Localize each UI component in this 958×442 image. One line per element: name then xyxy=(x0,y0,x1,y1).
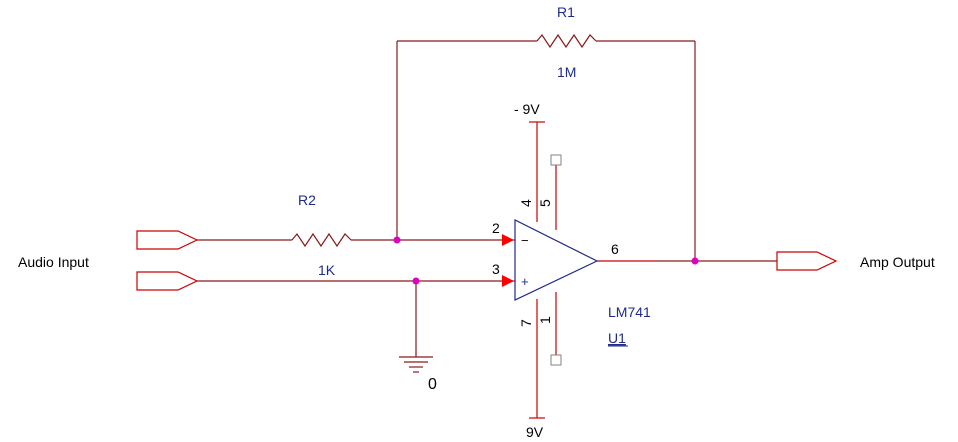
ground-symbol xyxy=(399,356,433,373)
resistor-r1 xyxy=(536,33,597,49)
pin1-number: 1 xyxy=(537,316,553,324)
opamp-ref-label: U1 xyxy=(608,330,626,346)
pin2-number: 2 xyxy=(492,220,500,236)
amp-output-label: Amp Output xyxy=(860,254,935,270)
junction-feedback-output xyxy=(691,257,699,265)
amp-output-port xyxy=(776,251,838,271)
pin1-nc-box xyxy=(550,354,562,366)
junction-feedback-input xyxy=(393,236,401,244)
audio-input-port-bottom xyxy=(136,271,199,291)
inverting-symbol: − xyxy=(521,233,529,248)
junction-ground xyxy=(412,277,420,285)
opamp-model-label: LM741 xyxy=(608,304,651,320)
pin5-nc-box xyxy=(550,154,562,166)
r1-value-label: 1M xyxy=(557,64,576,80)
r1-ref-label: R1 xyxy=(557,4,575,20)
r2-ref-label: R2 xyxy=(298,192,316,208)
pin7-number: 7 xyxy=(518,319,534,327)
vneg-label: - 9V xyxy=(514,101,540,117)
ground-label: 0 xyxy=(428,376,437,393)
r2-value-label: 1K xyxy=(318,262,336,278)
pin5-number: 5 xyxy=(537,199,553,207)
audio-input-label: Audio Input xyxy=(18,254,89,270)
pin4-number: 4 xyxy=(518,199,534,207)
noninverting-symbol: + xyxy=(521,274,529,289)
pin2-arrow xyxy=(502,234,514,246)
vpos-label: 9V xyxy=(526,424,544,440)
pin3-arrow xyxy=(502,275,514,287)
opamp-body xyxy=(514,219,599,301)
audio-input-port-top xyxy=(136,230,199,250)
pin6-number: 6 xyxy=(611,241,619,257)
resistor-r2 xyxy=(291,232,352,248)
pin3-number: 3 xyxy=(492,261,500,277)
